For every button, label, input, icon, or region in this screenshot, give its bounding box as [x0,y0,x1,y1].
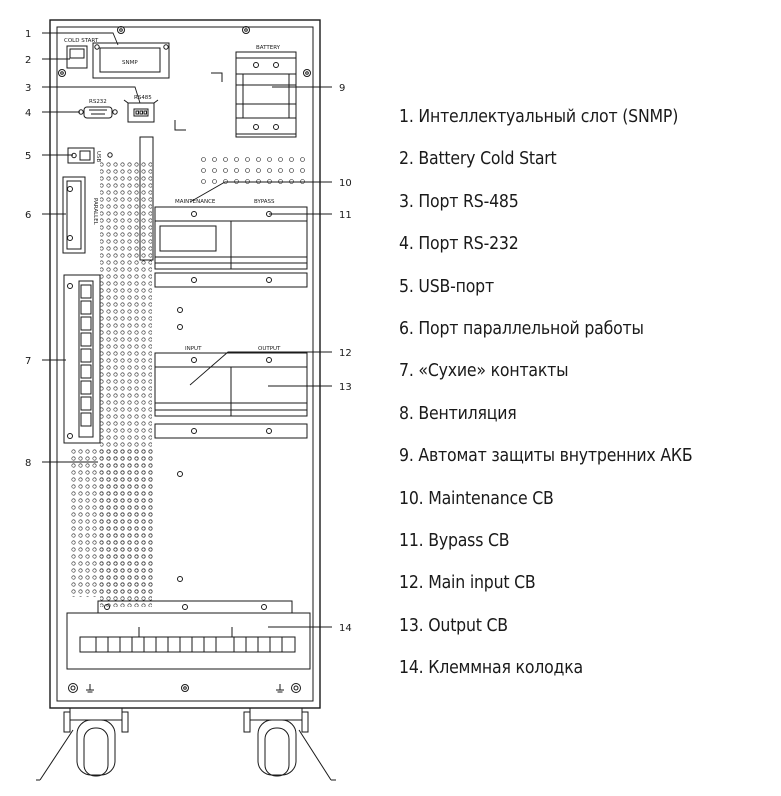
legend-item: 13. Output CB [399,615,508,636]
callout-number-2: 2 [25,55,31,66]
leader-line-12 [189,351,332,386]
vent-top-right [198,153,308,187]
callout-number-12: 12 [339,348,352,359]
callout-number-11: 11 [339,210,352,221]
screw-icon [117,26,125,34]
screw-icon [94,44,100,50]
callout-number-4: 4 [25,108,31,119]
screw-icon [303,69,311,77]
label-bypass: BYPASS [254,199,275,205]
legend-item: 7. «Сухие» контакты [399,361,569,382]
leader-line-3 [42,86,141,104]
legend-item: 9. Автомат защиты внутренних АКБ [399,446,693,467]
cabinet-inner [56,26,314,702]
leader-line-1 [42,32,119,46]
legend-item: 10. Maintenance CB [399,488,554,509]
legend-item: 4. Порт RS-232 [399,234,519,255]
screw-icon [242,26,250,34]
callout-number-14: 14 [339,623,352,634]
screw-icon [58,69,66,77]
label-input: INPUT [185,346,202,352]
legend-item: 12. Main input CB [399,573,536,594]
parallel-port [62,176,86,254]
leader-line-10 [189,181,332,203]
maintenance-bypass-breakers [154,206,308,288]
legend-item: 11. Bypass CB [399,530,510,551]
legend-item: 3. Порт RS-485 [399,191,519,212]
battery-breaker [235,51,297,138]
callout-number-1: 1 [25,29,31,40]
rs232-port [78,106,118,119]
legend-list: 1. Интеллектуальный слот (SNMP) 2. Batte… [399,96,693,689]
dry-contacts-board [63,274,101,444]
label-cold-start: COLD START [64,38,99,44]
callout-number-7: 7 [25,356,31,367]
terminal-block [66,600,311,670]
vent-lower [70,447,154,597]
label-output: OUTPUT [258,346,281,352]
callout-number-6: 6 [25,210,31,221]
rs485-port [123,99,159,123]
callout-number-8: 8 [25,458,31,469]
ground-terminal-icon [68,683,78,693]
legend-item: 2. Battery Cold Start [399,149,557,170]
callout-number-9: 9 [339,83,345,94]
ground-terminal-icon [291,683,301,693]
caster-wheel-left [36,707,129,781]
legend-item: 14. Клеммная колодка [399,658,584,679]
callout-number-3: 3 [25,83,31,94]
screw-icon [163,44,169,50]
label-usb: USB [95,151,101,163]
callout-number-10: 10 [339,178,352,189]
label-parallel: PARALLEL [92,198,98,226]
input-output-breakers [154,352,308,439]
caster-wheel-right [243,707,336,781]
legend-item: 6. Порт параллельной работы [399,318,644,339]
snmp-slot [92,42,170,79]
legend-item: 1. Интеллектуальный слот (SNMP) [399,107,679,127]
legend-item: 8. Вентиляция [399,403,517,424]
cabinet-outer [49,19,321,709]
label-snmp: SNMP [122,60,138,66]
cold-start-switch [66,45,88,69]
usb-port [67,147,113,164]
label-battery: BATTERY [256,45,281,51]
callout-number-13: 13 [339,382,352,393]
label-rs485: RS485 [134,95,152,101]
callout-number-5: 5 [25,151,31,162]
label-rs232: RS232 [89,99,107,105]
legend-item: 5. USB-порт [399,276,494,297]
label-maintenance: MAINTENANCE [175,199,216,205]
